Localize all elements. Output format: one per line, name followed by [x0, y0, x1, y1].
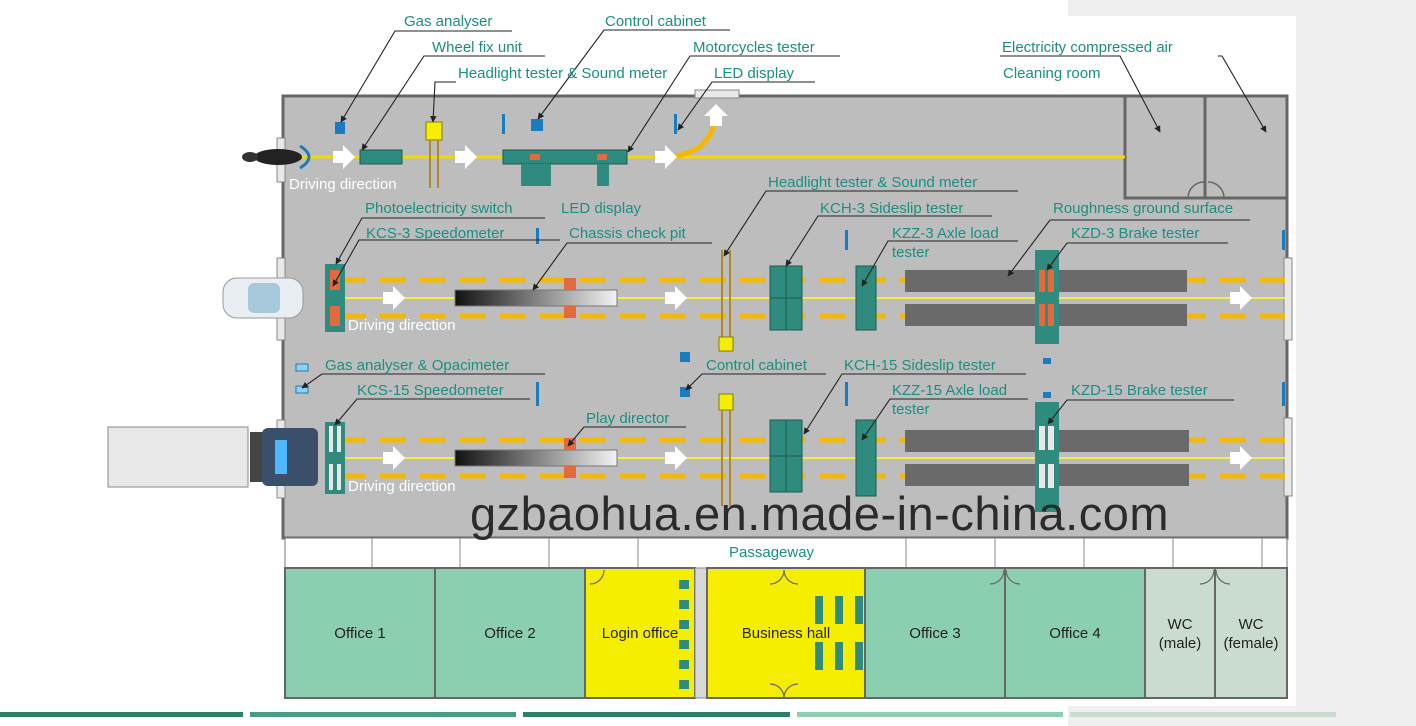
- login-divider: [694, 567, 708, 699]
- kzz15-axle-load-tester: [855, 419, 877, 497]
- label-led-display-lane2: LED display: [561, 200, 642, 217]
- kzz3-axle-load-tester: [855, 265, 877, 331]
- motorcycles-tester-deck: [502, 149, 628, 165]
- bottom-bar-2: [250, 712, 516, 717]
- motorcycles-tester-base: [521, 164, 551, 186]
- truck-icon: [107, 426, 318, 488]
- label-business-hall: Business hall: [741, 625, 831, 642]
- label-gas-analyser-opacimeter: Gas analyser & Opacimeter: [325, 357, 510, 374]
- cleaning-room: [1203, 94, 1289, 200]
- leader-lines: [301, 29, 1267, 447]
- door-arc-electricity: [1187, 181, 1205, 199]
- label-kzz3-axle-load: KZZ-3 Axle load: [892, 225, 999, 242]
- label-kzz3-tester: tester: [892, 244, 930, 261]
- label-driving-direction-lane3: Driving direction: [348, 478, 456, 495]
- kzd3-brake-tester: [1035, 250, 1059, 344]
- chassis-check-pit-lane2: [454, 289, 618, 307]
- control-cabinet-lane1: [531, 119, 543, 131]
- headlight-tester-lane3: [718, 393, 734, 411]
- led-display-marker-lane1a: [502, 114, 505, 134]
- office4-room: [1004, 567, 1146, 699]
- label-kcs3-speedometer: KCS-3 Speedometer: [366, 225, 505, 242]
- bottom-bar-3: [523, 712, 790, 717]
- label-kzz15-tester: tester: [892, 401, 930, 418]
- chassis-check-pit-lane3: [454, 449, 618, 467]
- label-roughness-ground: Roughness ground surface: [1053, 200, 1234, 217]
- led-display-lane2: [536, 228, 539, 244]
- label-office3: Office 3: [909, 625, 961, 642]
- bottom-bar-4: [797, 712, 1063, 717]
- door-arcs: [589, 569, 1231, 699]
- exit-lane2: [1283, 257, 1293, 341]
- office3-room: [864, 567, 1006, 699]
- kzd15-brake-tester: [1035, 402, 1059, 512]
- label-headlight-sound-meter-top: Headlight tester & Sound meter: [458, 65, 668, 82]
- motorcycles-tester-stand: [597, 164, 609, 186]
- label-office4: Office 4: [1049, 625, 1101, 642]
- label-driving-direction-lane1: Driving direction: [289, 176, 397, 193]
- label-passageway: Passageway: [729, 544, 815, 561]
- passageway-band: [284, 537, 1288, 569]
- label-headlight-sound-meter-lane2: Headlight tester & Sound meter: [768, 174, 978, 191]
- label-kch3-sideslip: KCH-3 Sideslip tester: [820, 200, 964, 217]
- label-kzz15-axle-load: KZZ-15 Axle load: [892, 382, 1008, 399]
- wc-female-room: [1214, 567, 1288, 699]
- label-wc-male-line2: (male): [1158, 635, 1202, 652]
- label-wc-female-line2: (female): [1223, 635, 1279, 652]
- business-hall-seats: [815, 596, 863, 670]
- label-gas-analyser: Gas analyser: [404, 13, 493, 30]
- label-control-cabinet-top: Control cabinet: [605, 13, 706, 30]
- motorcycle-icon: [242, 144, 311, 170]
- login-counters: [679, 580, 689, 689]
- label-wc-female-line1: WC: [1238, 616, 1264, 633]
- wheel-fix-unit: [359, 149, 403, 165]
- electricity-compressed-air-room: [1123, 94, 1207, 200]
- gas-analyser-opacimeter-a: [295, 363, 309, 372]
- headlight-tester-lane1: [425, 121, 443, 141]
- label-motorcycles-tester: Motorcycles tester: [693, 39, 815, 56]
- bottom-bar-5: [1070, 712, 1336, 717]
- kcs15-speedometer: [325, 422, 345, 494]
- label-control-cabinet-lane3: Control cabinet: [706, 357, 807, 374]
- label-login-office: Login office: [601, 625, 679, 642]
- login-office-room: [584, 567, 696, 699]
- label-wc-male-line1: WC: [1167, 616, 1193, 633]
- headlight-tester-lane2: [718, 336, 734, 352]
- label-electricity-compressed-air: Electricity compressed air: [1002, 39, 1173, 56]
- label-office1: Office 1: [334, 625, 386, 642]
- label-kzd3-brake: KZD-3 Brake tester: [1071, 225, 1200, 242]
- label-wheel-fix-unit: Wheel fix unit: [432, 39, 523, 56]
- label-led-display-top: LED display: [714, 65, 795, 82]
- top-exit: [694, 89, 740, 99]
- label-chassis-check-pit: Chassis check pit: [569, 225, 686, 242]
- passageway-dividers: [371, 538, 1263, 568]
- gas-analyser-device: [335, 122, 345, 134]
- exit-lane3: [1283, 417, 1293, 497]
- label-driving-direction-lane2: Driving direction: [348, 317, 456, 334]
- label-cleaning-room: Cleaning room: [1003, 65, 1101, 82]
- direction-arrows: [333, 104, 1252, 470]
- control-cabinet-lane3a: [680, 352, 690, 362]
- label-office2: Office 2: [484, 625, 536, 642]
- gas-analyser-opacimeter-b: [295, 385, 309, 394]
- office1-room: [284, 567, 436, 699]
- door-arc-cleaning: [1207, 181, 1225, 199]
- label-kch15-sideslip: KCH-15 Sideslip tester: [844, 357, 996, 374]
- bottom-bar-1: [0, 712, 243, 717]
- label-photoelectricity-switch: Photoelectricity switch: [365, 200, 513, 217]
- car-icon: [222, 277, 304, 319]
- business-hall-room: [706, 567, 866, 699]
- label-kzd15-brake: KZD-15 Brake tester: [1071, 382, 1208, 399]
- control-cabinet-lane3b: [680, 387, 690, 397]
- label-play-director: Play director: [586, 410, 670, 427]
- led-display-marker-lane1b: [674, 114, 677, 134]
- watermark-text: gzbaohua.en.made-in-china.com: [470, 487, 1170, 540]
- label-kcs15-speedometer: KCS-15 Speedometer: [357, 382, 504, 399]
